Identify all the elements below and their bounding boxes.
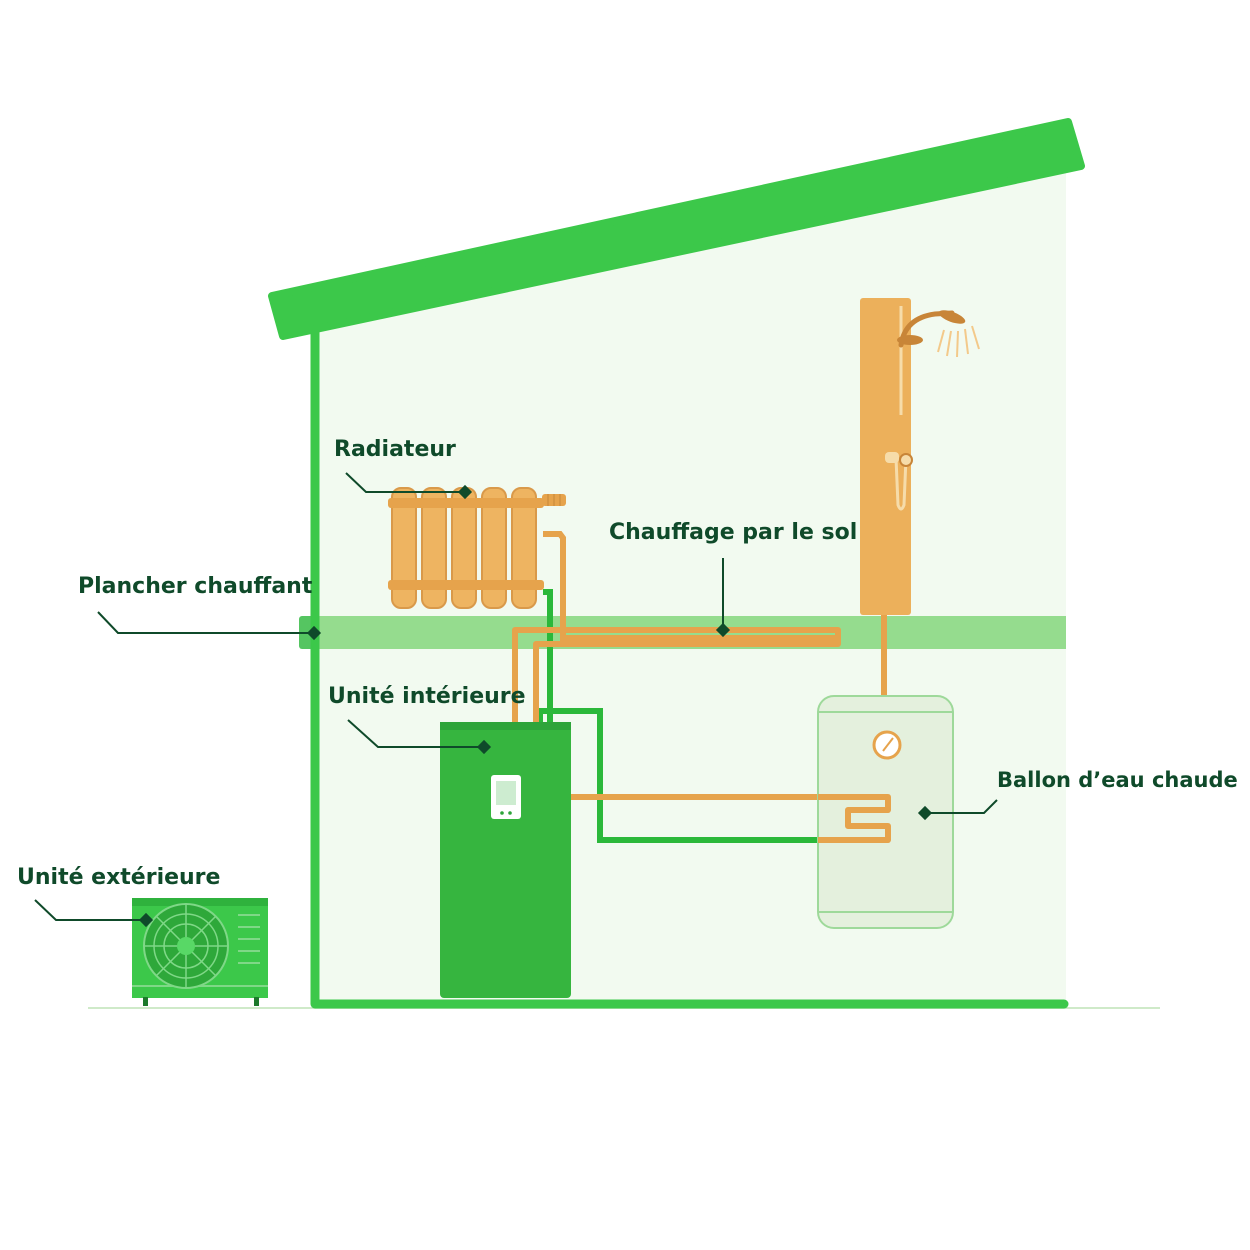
label-heated-floor: Plancher chauffant xyxy=(78,574,313,599)
leader-radiator xyxy=(345,472,465,493)
label-hot-water-tank: Ballon d’eau chaude xyxy=(997,768,1238,792)
label-outdoor-unit: Unité extérieure xyxy=(17,865,221,890)
leader-tank xyxy=(925,799,998,814)
house-roof xyxy=(268,118,1085,340)
leader-heated-floor xyxy=(97,611,314,634)
leader-outdoor-unit xyxy=(34,899,146,921)
marker-indoor-unit xyxy=(476,739,492,755)
gauge-icon xyxy=(872,730,902,760)
shower-icon xyxy=(885,306,980,511)
marker-radiator xyxy=(457,484,473,500)
fan-icon xyxy=(143,903,229,989)
leader-markers xyxy=(138,484,933,928)
outdoor-unit xyxy=(132,898,268,1006)
tank-coil xyxy=(818,794,891,843)
marker-floor-heating xyxy=(715,622,731,638)
marker-tank xyxy=(917,805,933,821)
leader-indoor-unit xyxy=(347,719,484,748)
label-floor-heating: Chauffage par le sol xyxy=(609,520,858,545)
label-indoor-unit: Unité intérieure xyxy=(328,684,526,709)
label-radiator: Radiateur xyxy=(334,437,456,462)
green-pipe-tank xyxy=(537,708,890,843)
green-pipe-radiator xyxy=(543,589,553,722)
marker-heated-floor xyxy=(306,625,322,641)
leader-lines xyxy=(34,472,998,921)
marker-outdoor-unit xyxy=(138,912,154,928)
thermostat-icon xyxy=(491,775,521,819)
radiator-pipe xyxy=(543,531,838,641)
radiator xyxy=(388,487,566,609)
indoor-unit xyxy=(440,722,571,998)
